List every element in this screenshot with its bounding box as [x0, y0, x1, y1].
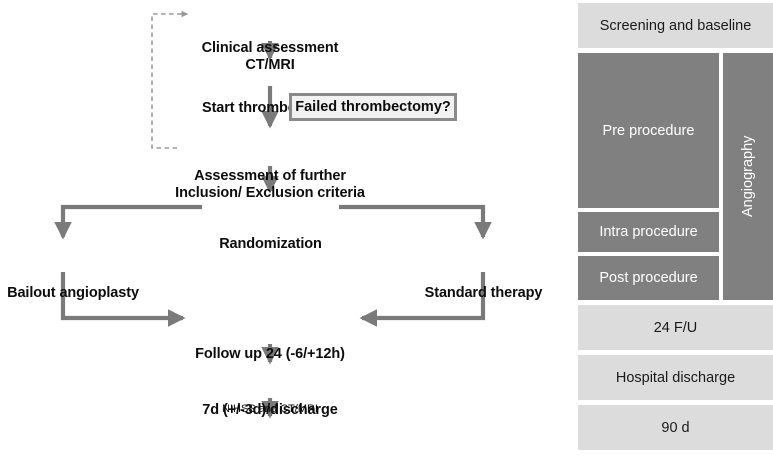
- phase-intra-procedure: Intra procedure: [578, 212, 719, 252]
- phase-angiography: Angiography: [723, 53, 773, 300]
- node-standard-therapy: Standard therapy: [412, 247, 555, 340]
- node-assessment-criteria-label: Assessment of further Inclusion/ Exclusi…: [175, 167, 365, 201]
- node-assessment-criteria: Assessment of further Inclusion/ Exclusi…: [150, 130, 390, 240]
- phase-24-fu: 24 F/U: [578, 305, 773, 350]
- phase-screening-and-baseline: Screening and baseline: [578, 3, 773, 48]
- node-discharge-7d-label: 7d (+/-3d)/discharge: [202, 401, 338, 418]
- phase-intra-procedure-label: Intra procedure: [599, 224, 698, 240]
- phase-hospital-discharge-label: Hospital discharge: [615, 369, 736, 386]
- phase-post-procedure-label: Post procedure: [599, 270, 698, 286]
- phase-pre-procedure-label: Pre procedure: [602, 122, 695, 139]
- phase-screening-and-baseline-label: Screening and baseline: [599, 17, 752, 34]
- node-clinical-assessment: Clinical assessment CT/MRI: [175, 2, 365, 112]
- node-day-90-label: 90d (+/-14d): [170, 456, 370, 457]
- phase-hospital-discharge: Hospital discharge: [578, 355, 773, 400]
- node-randomization: Randomization: [200, 198, 341, 291]
- phase-angiography-label: Angiography: [740, 135, 756, 218]
- node-bailout-angioplasty: Bailout angioplasty: [0, 247, 146, 340]
- phase-90-d-label: 90 d: [661, 419, 690, 436]
- node-discharge-7d: 7d (+/-3d)/discharge NIHSS and mRS: [170, 364, 370, 457]
- decision-failed-thrombectomy-label: Failed thrombectomy?: [295, 99, 451, 115]
- node-standard-therapy-label: Standard therapy: [424, 284, 543, 301]
- phase-90-d: 90 d: [578, 405, 773, 450]
- node-follow-up-24: Follow up 24 (-6/+12h) NIHSS and CT/MRI: [170, 308, 370, 453]
- node-clinical-assessment-label: Clinical assessment CT/MRI: [201, 39, 339, 73]
- phase-24-fu-label: 24 F/U: [653, 319, 698, 336]
- node-bailout-angioplasty-label: Bailout angioplasty: [7, 284, 139, 301]
- node-day-90: 90d (+/-14d) mRS, also per telephone: [170, 418, 370, 457]
- node-follow-up-24-label: Follow up 24 (-6/+12h): [195, 345, 345, 362]
- phase-post-procedure: Post procedure: [578, 256, 719, 300]
- node-randomization-label: Randomization: [219, 235, 322, 252]
- decision-failed-thrombectomy[interactable]: Failed thrombectomy?: [289, 93, 457, 121]
- node-follow-up-24-sublabel: NIHSS and CT/MRI: [222, 402, 318, 415]
- phase-pre-procedure: Pre procedure: [578, 53, 719, 208]
